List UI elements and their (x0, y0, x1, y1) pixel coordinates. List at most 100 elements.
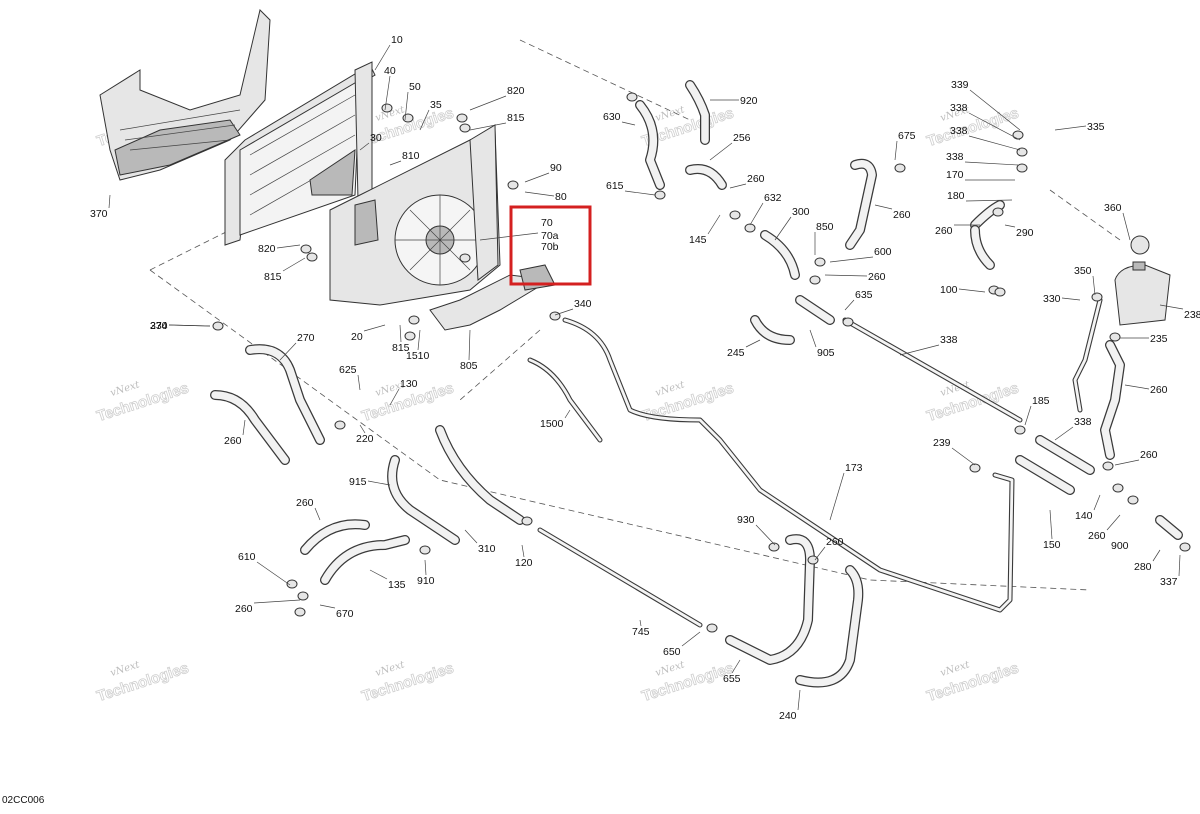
leader-line (968, 135, 1021, 151)
callout-label: 815 (507, 112, 525, 124)
leader-line (1061, 297, 1081, 301)
leader-line (1152, 549, 1161, 562)
hose-network (210, 80, 1183, 688)
hose-fill (246, 345, 324, 444)
hose-fill (971, 201, 1004, 229)
callout-label: 600 (874, 246, 892, 258)
callout-label: 635 (855, 289, 873, 301)
callout-label: 335 (1087, 121, 1105, 133)
callout-label: 135 (388, 579, 406, 591)
leader-line (964, 161, 1019, 166)
clamp (1091, 292, 1103, 302)
callout-label: 260 (1140, 449, 1158, 461)
callout-label: 310 (478, 543, 496, 555)
clamp (814, 257, 826, 267)
leader-line (1159, 304, 1184, 310)
callout-label: 815 (392, 342, 410, 354)
callout-label: 650 (663, 646, 681, 658)
callout-label: 610 (238, 551, 256, 563)
callout-label: 370 (90, 208, 108, 220)
callout-label: 270 (150, 320, 168, 332)
clamp (654, 190, 666, 200)
callout-label: 930 (737, 514, 755, 526)
callout-label: 820 (507, 85, 525, 97)
leader-line (319, 604, 336, 609)
leader-line (829, 472, 845, 521)
callout-label: 675 (898, 130, 916, 142)
leader-line (242, 419, 246, 436)
callout-label: 338 (950, 102, 968, 114)
clamp (969, 463, 981, 473)
callout-label: 260 (935, 225, 953, 237)
clamp (294, 607, 306, 617)
leader-line (814, 546, 826, 561)
clamp (408, 315, 420, 325)
callout-label: 260 (296, 497, 314, 509)
leader-line (894, 140, 898, 161)
callout-label: 338 (1074, 416, 1092, 428)
leader-line (1178, 554, 1181, 577)
leader-line (1054, 125, 1087, 131)
leader-line (844, 299, 855, 311)
callout-label: 180 (947, 190, 965, 202)
clamp (549, 311, 561, 321)
leader-line (1049, 509, 1053, 540)
callout-label: 920 (740, 95, 758, 107)
fan-assembly (329, 124, 501, 306)
clamp (507, 180, 519, 190)
leader-line (282, 257, 306, 272)
leader-line (468, 329, 471, 361)
hose-fill (1036, 436, 1094, 474)
callout-label: 745 (632, 626, 650, 638)
tube-fill (563, 318, 1014, 612)
tube-fill (1073, 298, 1102, 412)
leader-line (399, 324, 402, 343)
leader-line (389, 160, 402, 166)
radiator (224, 61, 376, 246)
leader-line (709, 142, 733, 161)
leader-line (469, 95, 507, 111)
leader-line (621, 121, 636, 126)
hose-fill (846, 160, 876, 249)
hose (435, 425, 525, 525)
highlight-box (509, 205, 592, 286)
tube (562, 317, 1015, 613)
clamp (286, 579, 298, 589)
leader-line (797, 689, 801, 711)
callout-label: 100 (940, 284, 958, 296)
clamp (706, 623, 718, 633)
callout-label: 90 (550, 162, 562, 174)
hose-fill (796, 566, 863, 687)
leader-line (374, 44, 391, 71)
callout-label: 50 (409, 81, 421, 93)
callout-label: 260 (1088, 530, 1106, 542)
drawing-code: 02CC006 (2, 795, 45, 806)
watermark-line2: Technologies (640, 660, 736, 706)
leader-line (951, 447, 976, 466)
callout-label: 70 (541, 217, 553, 229)
hose-fill (388, 456, 459, 544)
hose-fill (321, 536, 409, 584)
callout-label: 339 (951, 79, 969, 91)
callout-label: 290 (1016, 227, 1034, 239)
callout-label: 235 (1150, 333, 1168, 345)
watermark-line2: Technologies (925, 660, 1021, 706)
leader-line (965, 199, 1013, 202)
callout-labels: 104050358208153081037090807070a70b820815… (90, 34, 1200, 722)
clamp (1112, 483, 1124, 493)
callout-label: 260 (868, 271, 886, 283)
leader-line (824, 274, 868, 277)
callout-label: 655 (723, 673, 741, 685)
callout-label: 632 (764, 192, 782, 204)
clamp (809, 275, 821, 285)
callout-label: 300 (792, 206, 810, 218)
clamp (1012, 130, 1024, 140)
hose-fill (636, 101, 664, 189)
hose-fill (301, 520, 369, 554)
callout-label: 40 (384, 65, 396, 77)
leader-line (1106, 514, 1121, 531)
